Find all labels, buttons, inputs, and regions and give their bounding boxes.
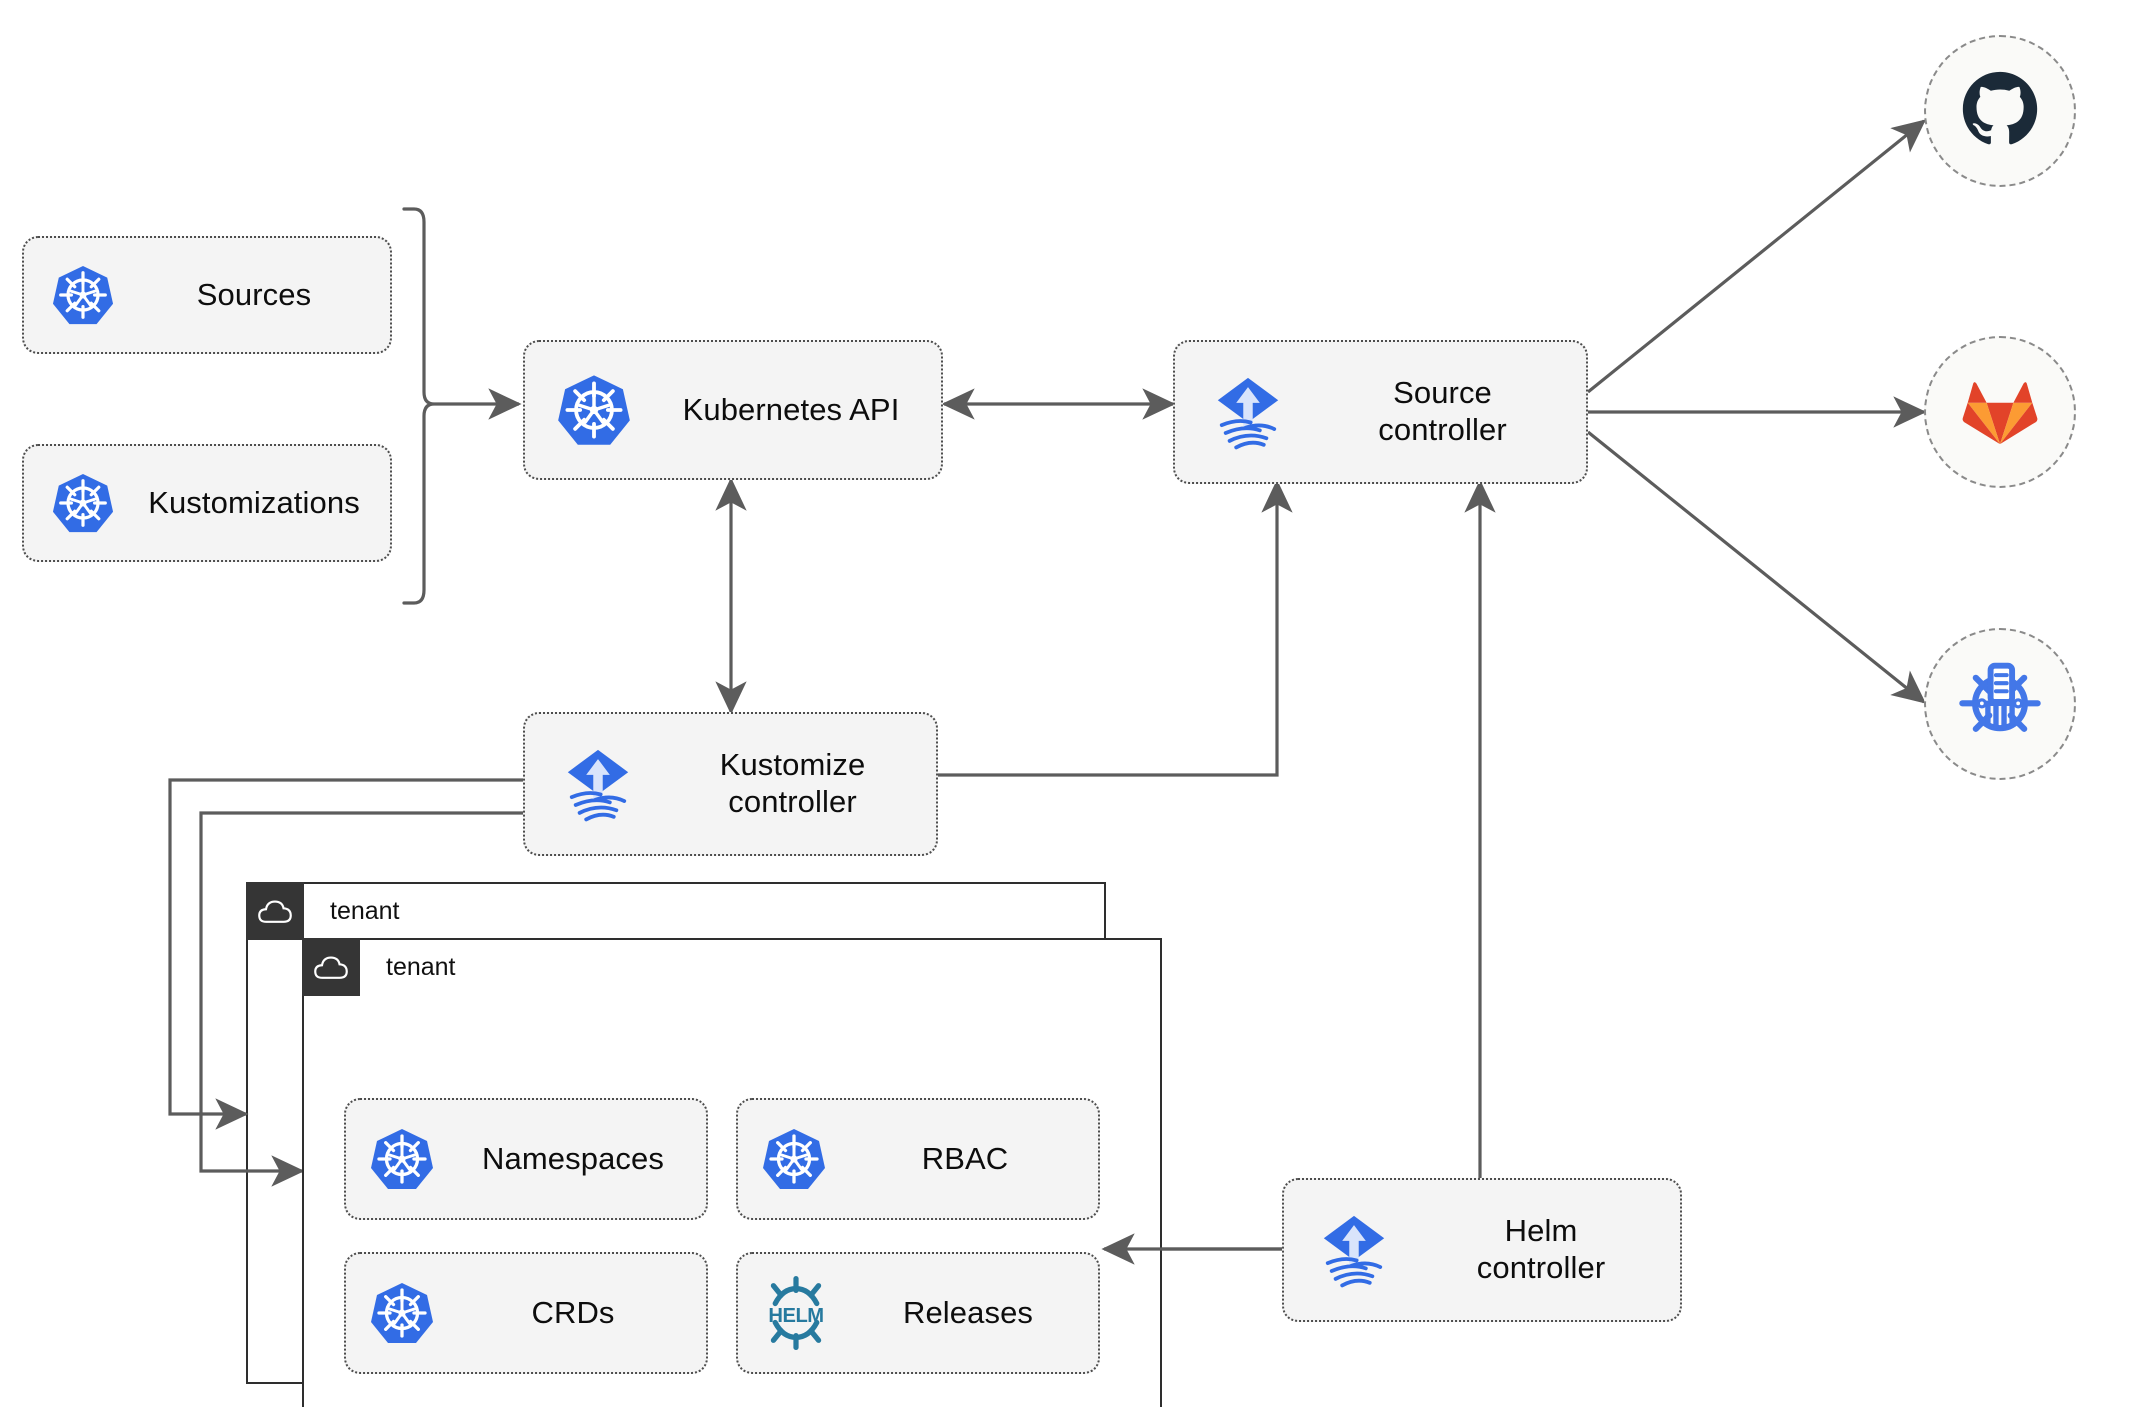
tenant-front[interactable]: tenant — [302, 938, 1162, 1407]
node-label: CRDs — [531, 1294, 615, 1330]
svg-text:HELM: HELM — [768, 1305, 823, 1327]
kubernetes-icon — [539, 373, 649, 447]
kubernetes-icon — [356, 1281, 448, 1345]
node-label: Kubernetes API — [682, 391, 900, 427]
github-icon — [1959, 68, 2041, 155]
node-label: Sources — [196, 276, 312, 312]
node-releases[interactable]: HELM Releases — [736, 1252, 1100, 1374]
node-sources[interactable]: Sources — [22, 236, 392, 354]
node-kustomize-controller[interactable]: Kustomize controller — [523, 712, 938, 856]
gitlab-icon — [1961, 373, 2039, 452]
node-kubernetes-api[interactable]: Kubernetes API — [523, 340, 943, 480]
node-label: Helm controller — [1476, 1213, 1606, 1285]
kubernetes-icon — [40, 264, 126, 326]
group-bracket — [402, 207, 435, 605]
node-label: Kustomizations — [148, 484, 360, 520]
kubernetes-icon — [40, 472, 126, 534]
node-label: Kustomize controller — [719, 747, 866, 819]
tenant-header: tenant — [246, 882, 400, 940]
node-label: Source controller — [1378, 375, 1507, 447]
edge-kustomize-to-source — [936, 479, 1293, 777]
service-helm-repository[interactable] — [1924, 628, 2076, 780]
flux-icon — [1189, 370, 1307, 454]
node-rbac[interactable]: RBAC — [736, 1098, 1100, 1220]
node-label: RBAC — [921, 1140, 1009, 1176]
node-crds[interactable]: CRDs — [344, 1252, 708, 1374]
kubernetes-icon — [748, 1127, 840, 1191]
service-gitlab[interactable] — [1924, 336, 2076, 488]
service-github[interactable] — [1924, 35, 2076, 187]
node-kustomizations[interactable]: Kustomizations — [22, 444, 392, 562]
tenant-label: tenant — [386, 952, 456, 981]
flux-icon — [539, 742, 657, 826]
kubernetes-icon — [356, 1127, 448, 1191]
node-label: Releases — [902, 1294, 1034, 1330]
helm-icon: HELM — [746, 1275, 846, 1351]
tenant-header: tenant — [302, 938, 456, 996]
edge-source-to-helm-repo — [1586, 430, 1926, 704]
node-label: Namespaces — [482, 1140, 664, 1176]
helm-repo-icon — [1957, 659, 2043, 750]
cloud-icon — [246, 882, 304, 940]
tenant-label: tenant — [330, 896, 400, 925]
flux-icon — [1298, 1208, 1410, 1292]
node-helm-controller[interactable]: Helm controller — [1282, 1178, 1682, 1322]
node-namespaces[interactable]: Namespaces — [344, 1098, 708, 1220]
edge-source-to-github — [1586, 119, 1926, 394]
node-source-controller[interactable]: Source controller — [1173, 340, 1588, 484]
cloud-icon — [302, 938, 360, 996]
